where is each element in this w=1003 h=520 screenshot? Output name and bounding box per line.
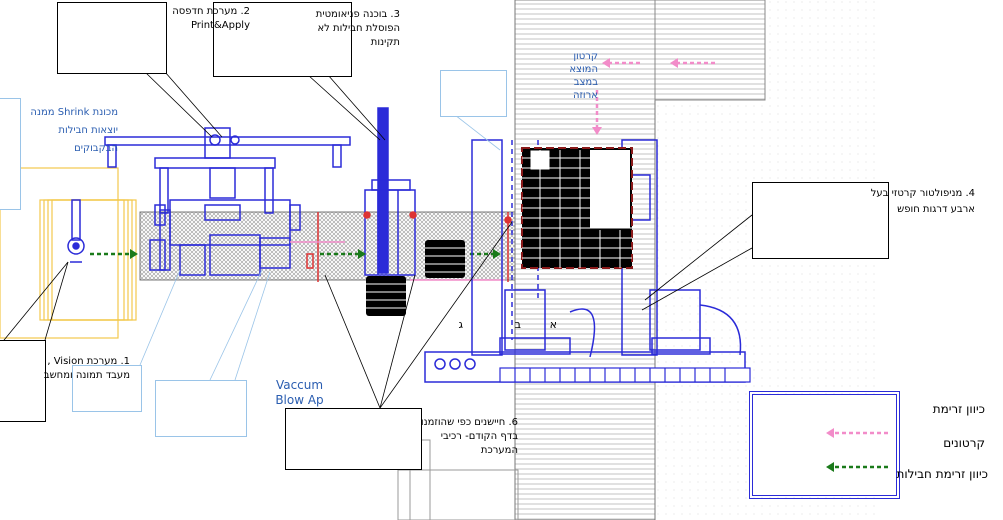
package-flow-arrows <box>90 249 501 259</box>
sensors <box>306 212 512 282</box>
legend-cartons: קרטונים <box>943 436 985 450</box>
manipulator <box>424 139 746 383</box>
label-sensors: 6. חיישנים כפי שהוזמנו בדף הקודם- רכיבי … <box>420 417 518 456</box>
callout-box-2 <box>213 2 352 77</box>
label-shrink: מכונת Shrink ממנה יוצאות חבילות הבקבוקים <box>30 107 118 154</box>
legend-arrows <box>826 428 888 472</box>
legend-packages: כיוון זרימת חבילות <box>896 467 988 481</box>
legend-title: כיוון זרימת <box>932 402 985 416</box>
callout-leaders <box>0 71 753 409</box>
callout-box-light-4 <box>0 98 21 210</box>
vision-camera <box>67 199 85 263</box>
legend-carton-arrow <box>826 428 888 438</box>
callout-box-6 <box>285 408 422 470</box>
legend <box>749 391 900 499</box>
label-vision: 1. מערכת Vision , מעבד תמונה ומחשב <box>43 356 130 381</box>
print-apply-frame <box>104 127 351 276</box>
legend-package-arrow <box>826 462 888 472</box>
label-bet: ב <box>514 318 521 331</box>
carton-flow-arrows <box>592 58 715 135</box>
label-carton: קרטון המוצא במצב ארוזה <box>569 51 598 101</box>
callout-box-vision <box>0 340 46 422</box>
label-pneumatic: 3. בוכנה פניאומטית הפוסלת חבילות לא תקינ… <box>315 9 400 48</box>
callout-box-light-1 <box>155 380 247 437</box>
callout-box-1 <box>57 2 167 74</box>
callout-box-4 <box>752 182 889 259</box>
bottle-packs-pusher <box>366 240 465 316</box>
cable-chain <box>499 367 751 383</box>
pneumatic-pusher <box>363 107 417 276</box>
label-printer: 2. מערכת חדפסה Print&Apply <box>172 6 250 31</box>
label-gimel: ג <box>458 318 463 331</box>
label-alef: א <box>549 318 557 331</box>
callout-box-light-2 <box>72 365 142 412</box>
callout-box-light-3 <box>440 70 507 117</box>
label-vaccum: Vaccum Blow Ap <box>275 378 324 407</box>
label-manipulator: 4. מניפולטור קרטזי בעל ארבע דרגות חופש <box>870 188 975 215</box>
